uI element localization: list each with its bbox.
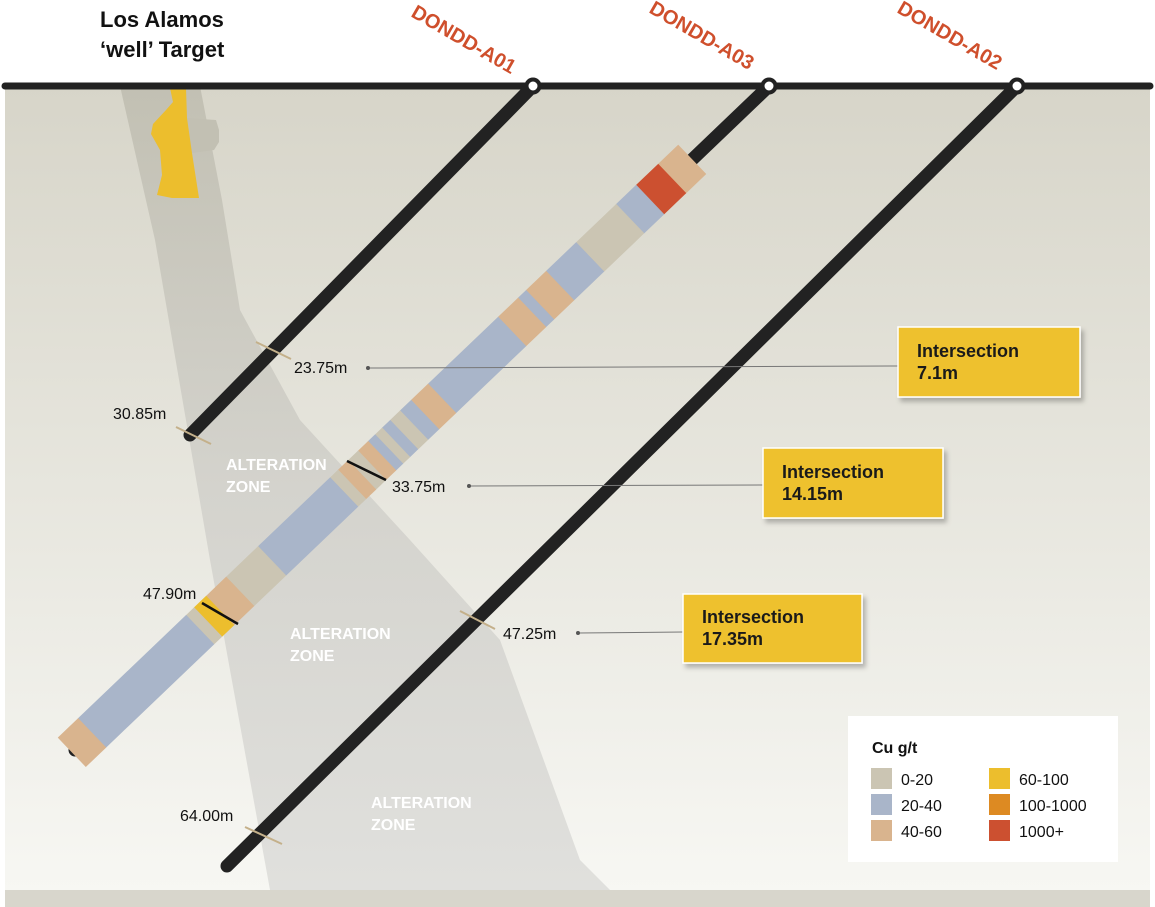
legend-swatch — [989, 794, 1010, 815]
depth-label-47-25: 47.25m — [503, 626, 556, 643]
drill-hole-a02 — [220, 79, 1024, 873]
yellow-outcrop — [151, 88, 199, 198]
hole-label-a03: DONDD-A03 — [646, 0, 758, 75]
legend-label: 20-40 — [901, 798, 942, 815]
intersection-label: Intersection — [917, 341, 1019, 361]
intersection-label: Intersection — [702, 607, 804, 627]
intersection-value: 7.1m — [917, 363, 958, 383]
grey-knob-outcrop — [186, 118, 219, 153]
legend-swatch — [871, 768, 892, 789]
hole-label-a01: DONDD-A01 — [408, 1, 520, 78]
legend-label: 100-1000 — [1019, 798, 1087, 815]
legend-title: Cu g/t — [872, 740, 918, 757]
collar-markers — [524, 77, 1026, 95]
legend: Cu g/t 0-20 20-40 40-60 60-100 100-1000 1000+ — [848, 716, 1118, 862]
legend-label: 0-20 — [901, 772, 933, 789]
intersection-box-2: Intersection 14.15m — [762, 447, 944, 519]
legend-swatch — [871, 794, 892, 815]
depth-label-23-75: 23.75m — [294, 360, 347, 377]
hole-label-a02: DONDD-A02 — [894, 0, 1006, 75]
leader-lines — [366, 365, 899, 635]
zone-label-2-line1: ALTERATION — [290, 626, 391, 643]
zone-label-3-line2: ZONE — [371, 817, 416, 834]
legend-swatch — [989, 768, 1010, 789]
intersection-label: Intersection — [782, 462, 884, 482]
collar-a01-icon — [524, 77, 542, 95]
intersection-box-3: Intersection 17.35m — [682, 593, 863, 664]
legend-label: 1000+ — [1019, 824, 1064, 841]
bottom-strip — [5, 890, 1150, 907]
zone-label-1-line1: ALTERATION — [226, 457, 327, 474]
drill-hole-a01 — [183, 79, 540, 442]
intersection-value: 14.15m — [782, 484, 843, 504]
depth-label-47-90: 47.90m — [143, 586, 196, 603]
zone-label-3-line1: ALTERATION — [371, 795, 472, 812]
legend-swatch — [989, 820, 1010, 841]
legend-swatch — [871, 820, 892, 841]
drill-core-assay — [57, 144, 707, 768]
legend-label: 60-100 — [1019, 772, 1069, 789]
title-line2: ‘well’ Target — [100, 37, 225, 62]
intersection-value: 17.35m — [702, 629, 763, 649]
title-line1: Los Alamos — [100, 7, 224, 32]
depth-label-33-75: 33.75m — [392, 479, 445, 496]
alteration-zone — [120, 86, 610, 890]
depth-label-64-00: 64.00m — [180, 808, 233, 825]
intersection-box-1: Intersection 7.1m — [897, 326, 1081, 398]
zone-label-1-line2: ZONE — [226, 479, 271, 496]
collar-a02-icon — [1008, 77, 1026, 95]
legend-label: 40-60 — [901, 824, 942, 841]
depth-ticks — [175, 341, 496, 845]
depth-label-30-85: 30.85m — [113, 406, 166, 423]
core-band-40-60 — [57, 718, 107, 768]
collar-a03-icon — [760, 77, 778, 95]
zone-label-2-line2: ZONE — [290, 648, 335, 665]
